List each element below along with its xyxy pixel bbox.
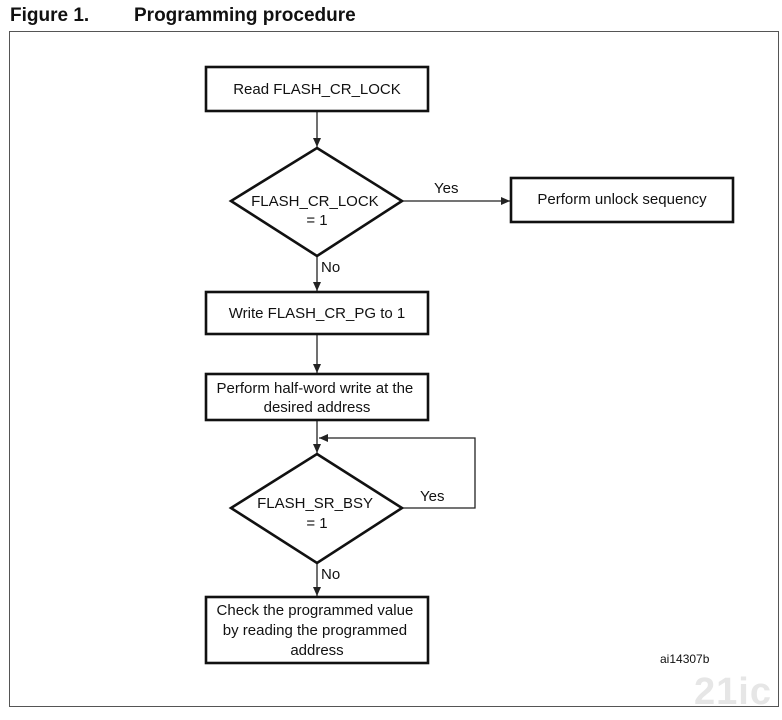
unlock-box <box>509 176 735 224</box>
yes-label-busy: Yes <box>420 488 444 505</box>
write-pg-text: Write FLASH_CR_PG to 1 <box>229 305 405 322</box>
arrow-busy-loop-back <box>319 434 476 509</box>
write-pg-box <box>204 290 430 336</box>
no-label-lock: No <box>321 259 340 276</box>
figure-frame <box>9 31 779 707</box>
figure-title: Figure 1. Programming procedure <box>10 5 356 27</box>
read-lock-text: Read FLASH_CR_LOCK <box>233 81 401 98</box>
busy-decision-diamond <box>228 452 405 565</box>
lock-decision-text: FLASH_CR_LOCK = 1 <box>251 193 383 229</box>
busy-decision-line-1: FLASH_SR_BSY <box>257 495 373 512</box>
busy-decision-line-2: = 1 <box>306 515 327 532</box>
halfword-write-box <box>204 372 430 422</box>
check-value-box <box>204 595 430 665</box>
lock-decision-line-1: FLASH_CR_LOCK <box>251 193 379 210</box>
figure-ref-id: ai14307b <box>660 652 710 666</box>
read-lock-box <box>204 65 430 113</box>
figure-number: Figure 1. <box>10 5 90 26</box>
halfword-line-1: Perform half-word write at the <box>217 380 414 397</box>
check-value-text: Check the programmed value by reading th… <box>217 602 418 659</box>
yes-label-lock: Yes <box>434 180 458 197</box>
lock-decision-diamond <box>228 146 405 258</box>
no-label-busy: No <box>321 566 340 583</box>
check-line-1: Check the programmed value <box>217 602 414 619</box>
watermark-logo: 21ic <box>694 671 772 713</box>
figure-caption: Programming procedure <box>134 5 356 26</box>
halfword-write-text: Perform half-word write at the desired a… <box>217 380 418 416</box>
check-line-3: address <box>290 642 343 659</box>
halfword-line-2: desired address <box>264 399 371 416</box>
lock-decision-line-2: = 1 <box>306 212 327 229</box>
check-line-2: by reading the programmed <box>223 622 407 639</box>
busy-decision-text: FLASH_SR_BSY = 1 <box>257 495 377 532</box>
unlock-text: Perform unlock sequency <box>537 191 707 208</box>
